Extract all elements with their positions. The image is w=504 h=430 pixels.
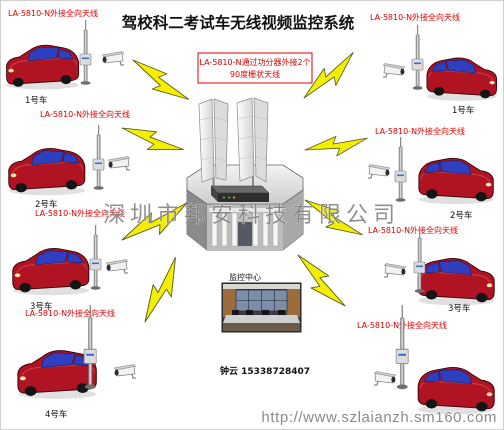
antenna-label: LA-5810-N外接全向天线 (370, 12, 460, 22)
vehicle-right-1: LA-5810-N外接全向天线 1号车 (370, 12, 498, 116)
antenna-label: LA-5810-N外接全向天线 (8, 8, 98, 18)
company-watermark: 深圳市邦安科技有限公司 (103, 203, 400, 228)
vehicle-left-2: LA-5810-N外接全向天线 2号车 (8, 109, 131, 210)
vehicle-left-1: LA-5810-N外接全向天线 1号车 (5, 8, 125, 106)
car-label: 2号车 (35, 199, 57, 210)
wireless-bridge-icon (210, 185, 270, 202)
diagram-title: 驾校科二考试车无线视频监控系统 (122, 13, 355, 32)
url-watermark: http://www.szlaianzh.sm160.com (261, 409, 497, 426)
antenna-panel (198, 98, 215, 183)
antenna-mast (212, 176, 215, 190)
building-right-face (283, 190, 303, 250)
antenna-label: LA-5810-N外接全向天线 (368, 225, 458, 235)
antenna-label: LA-5810-N外接全向天线 (35, 208, 125, 218)
car-label: 4号车 (45, 409, 67, 420)
vehicle-right-3: LA-5810-N外接全向天线 3号车 (368, 225, 495, 314)
antenna-label: LA-5810-N外接全向天线 (375, 126, 465, 136)
note-line-2: 90度栅状天线 (230, 69, 280, 79)
antenna-panel (236, 97, 255, 182)
antenna-panel (253, 97, 269, 183)
car-label: 2号车 (450, 210, 472, 221)
car-label: 3号车 (448, 303, 470, 314)
monitor-center-label: 监控中心 (229, 272, 261, 282)
vehicle-right-2: LA-5810-N外接全向天线 2号车 (367, 126, 494, 221)
car-label: 1号车 (25, 95, 47, 106)
antenna-label: LA-5810-N外接全向天线 (40, 109, 130, 119)
building-icon (186, 164, 304, 251)
car-label: 1号车 (452, 105, 474, 116)
note-border (197, 52, 313, 84)
contact-info: 钟云 15338728407 (220, 365, 310, 377)
antenna-mast (252, 176, 254, 190)
sector-antenna-icon (198, 98, 229, 190)
vehicle-right-4: LA-5810-N外接全向天线 (357, 304, 495, 415)
note-line-1: LA-5810-N通过功分器外接2个 (199, 57, 310, 67)
vehicle-left-3: LA-5810-N外接全向天线 3号车 (12, 208, 129, 312)
control-room-photo (221, 282, 302, 333)
vehicle-left-4: LA-5810-N外接全向天线 4号车 (17, 304, 137, 420)
building-left-face (187, 190, 207, 250)
building-columns (209, 208, 281, 247)
sector-antenna-icon (236, 97, 269, 190)
car-label: 3号车 (30, 301, 52, 312)
center-note-box: LA-5810-N通过功分器外接2个 90度栅状天线 (197, 52, 313, 84)
antenna-label: LA-5810-N外接全向天线 (25, 308, 115, 318)
